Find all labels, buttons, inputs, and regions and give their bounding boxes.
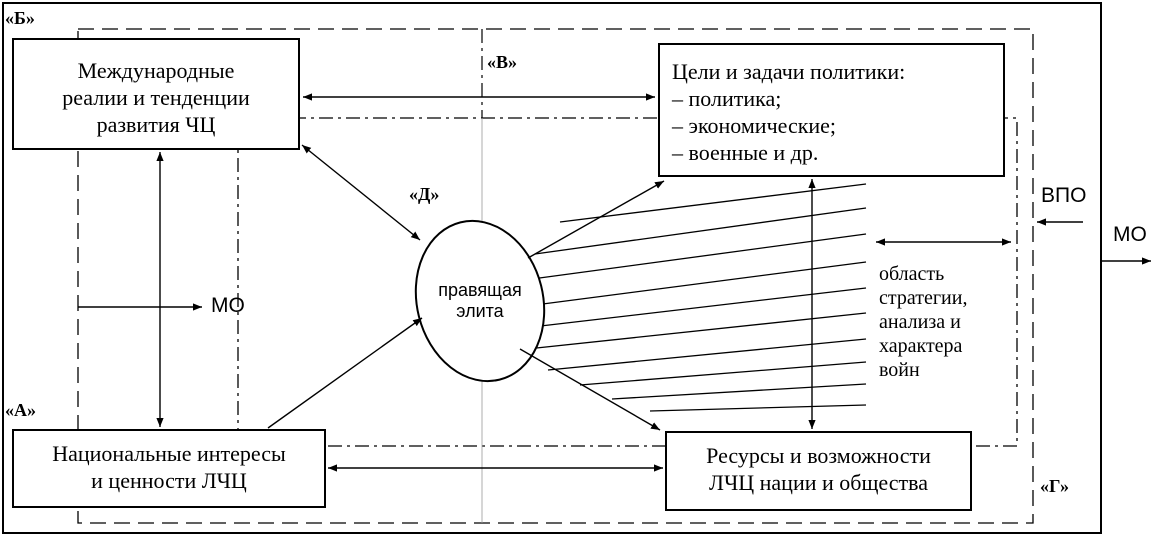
box-international-line: реалии и тенденции	[62, 85, 250, 110]
hatch-line	[611, 383, 867, 400]
box-resources-line: ЛЧЦ нации и общества	[709, 470, 928, 495]
box-national-line: и ценности ЛЧЦ	[91, 468, 247, 493]
region-dashed	[77, 28, 1034, 524]
elite-label-line: элита	[456, 301, 504, 321]
box-national-frame	[12, 429, 326, 508]
box-international: Международные реалии и тенденции развити…	[13, 57, 299, 138]
box-goals-line: Цели и задачи политики:	[672, 59, 906, 84]
hatch-line	[559, 183, 867, 223]
arrow-elite-goals	[527, 180, 665, 259]
box-goals-line: – политика;	[672, 86, 782, 111]
hatch-line	[579, 361, 867, 386]
box-international-line: развития ЧЦ	[96, 112, 216, 137]
hatch-line	[531, 233, 867, 280]
hatched-strategy-area	[526, 183, 867, 412]
box-national-line: Национальные интересы	[52, 441, 286, 466]
hatch-line	[531, 287, 867, 328]
strategy-area-line: анализа и	[879, 311, 961, 333]
label-mo-outer: МО	[1113, 223, 1147, 246]
strategy-area-line: стратегии,	[879, 287, 968, 309]
arrow-international-elite	[301, 144, 421, 241]
elite-label: правящая элита	[420, 280, 540, 322]
box-goals-frame	[658, 43, 1005, 177]
box-resources: Ресурсы и возможности ЛЧЦ нации и общест…	[666, 442, 971, 496]
box-resources-line: Ресурсы и возможности	[706, 443, 931, 468]
strategy-area-line: войн	[879, 359, 920, 381]
zone-label-b: «Б»	[5, 8, 35, 28]
box-resources-frame	[665, 431, 972, 511]
strategy-area-line: область	[879, 263, 945, 285]
arrow-national-elite	[267, 317, 423, 429]
zone-label-v: «В»	[487, 52, 518, 72]
zone-label-g: «Г»	[1040, 476, 1070, 496]
box-international-line: Международные	[77, 58, 235, 83]
elite-ellipse	[414, 219, 546, 383]
box-goals-line: – экономические;	[672, 113, 837, 138]
hatch-line	[649, 404, 867, 412]
box-goals-line: – военные и др.	[672, 140, 819, 165]
hatch-line	[534, 207, 867, 255]
arrow-elite-resources	[519, 348, 661, 431]
label-mo-inner: МО	[211, 294, 245, 317]
box-national: Национальные интересы и ценности ЛЧЦ	[13, 440, 325, 494]
box-international-frame	[12, 38, 300, 150]
label-vpo: ВПО	[1041, 184, 1087, 207]
strategy-area-label: область стратегии, анализа и характера в…	[879, 262, 967, 382]
hatch-line	[534, 261, 867, 306]
outer-frame	[2, 2, 1102, 534]
elite-label-line: правящая	[438, 280, 522, 300]
zone-label-a: «А»	[5, 400, 36, 420]
box-goals: Цели и задачи политики: – политика; – эк…	[672, 58, 1002, 166]
zone-label-d: «Д»	[409, 184, 440, 204]
strategy-area-line: характера	[879, 335, 963, 357]
